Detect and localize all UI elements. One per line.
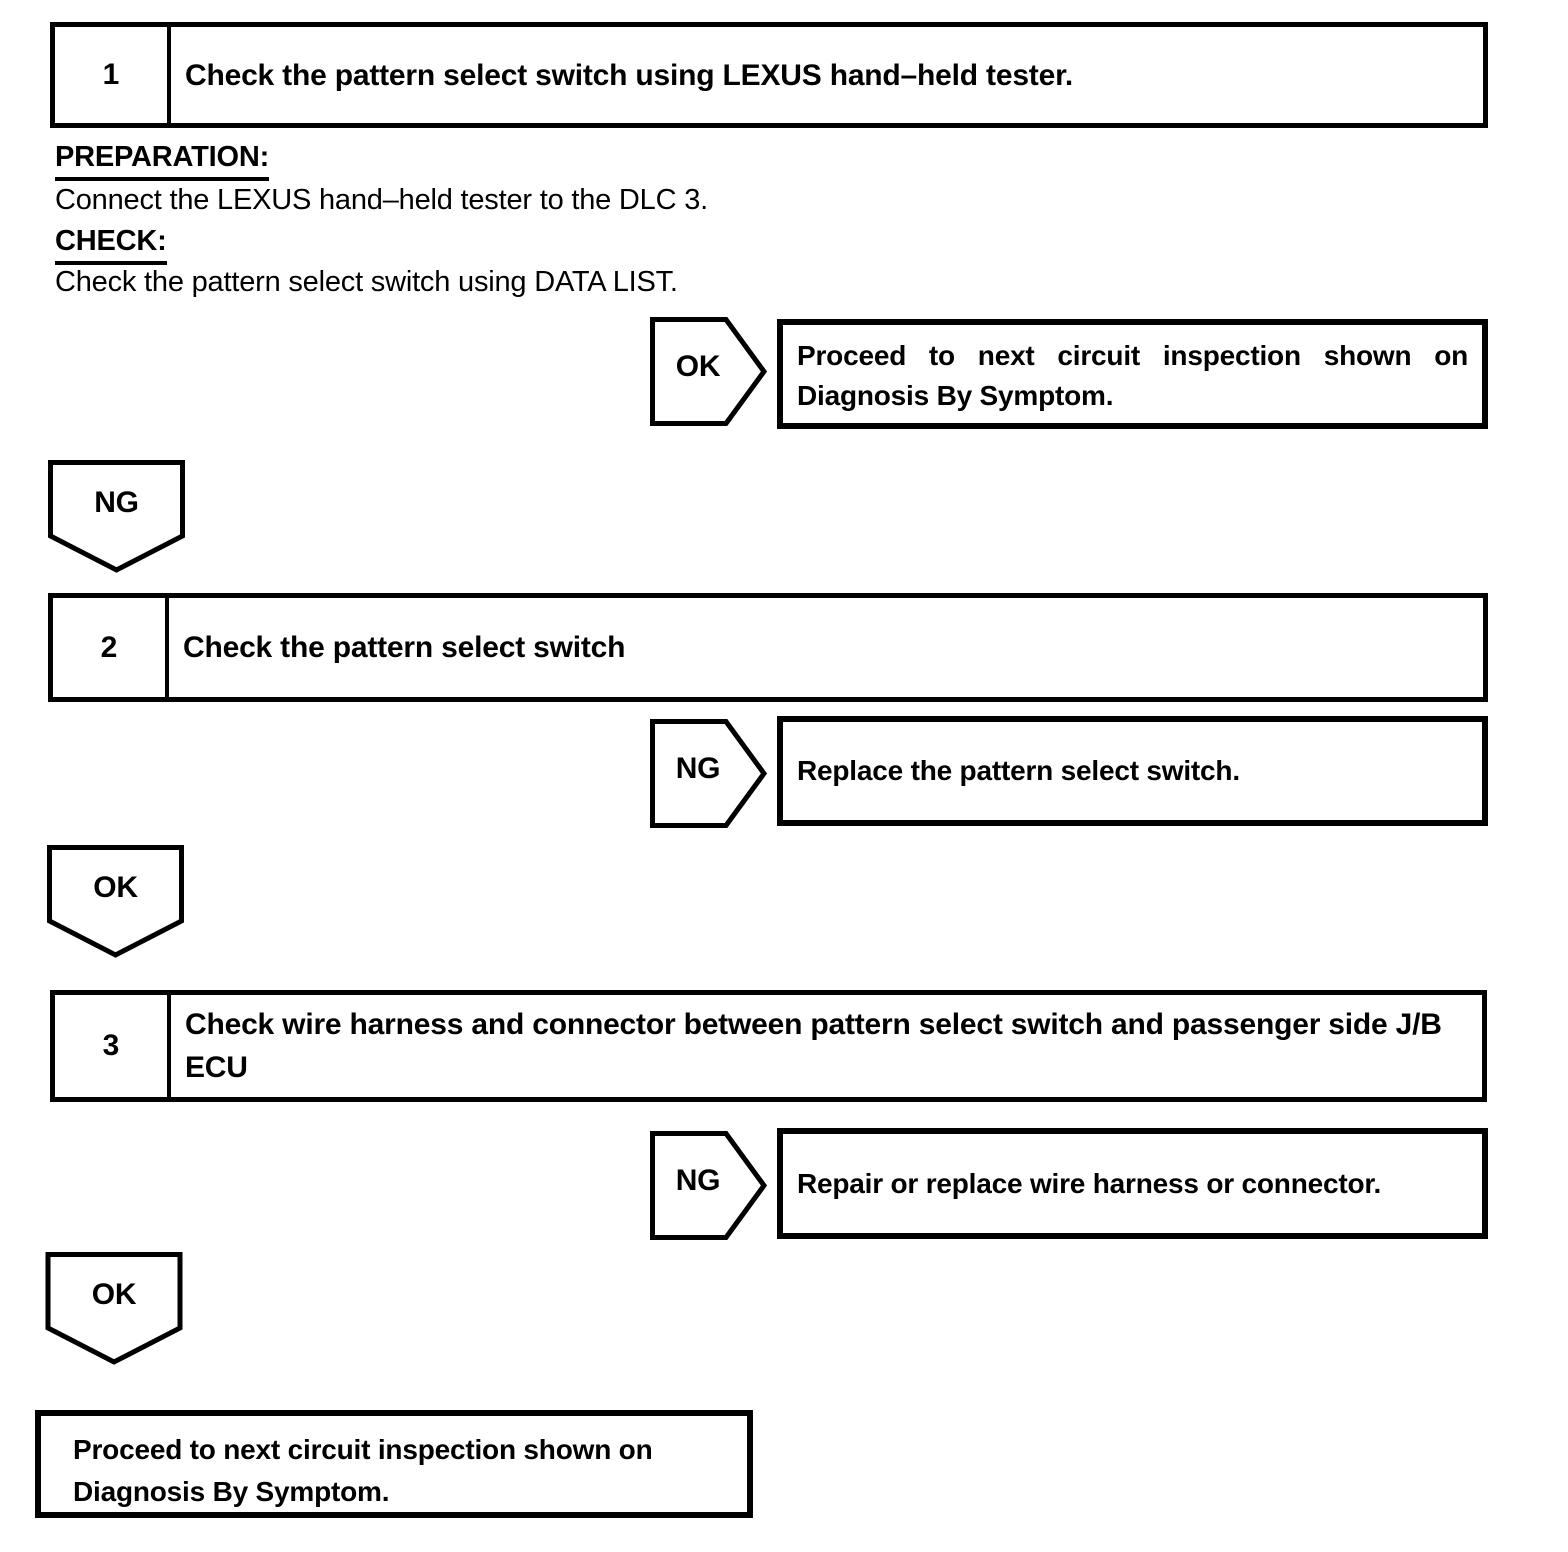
result-ng-step3-text: Repair or replace wire harness or connec… bbox=[797, 1167, 1382, 1199]
step-1-title: Check the pattern select switch using LE… bbox=[185, 58, 1074, 92]
ok-connector-step2: OK bbox=[47, 845, 184, 958]
result-box-ng-step2: Replace the pattern select switch. bbox=[777, 716, 1488, 826]
final-result-line1: Proceed to next circuit inspection shown… bbox=[73, 1434, 653, 1465]
step-3-number: 3 bbox=[55, 995, 171, 1097]
final-result-line2: Diagnosis By Symptom. bbox=[73, 1476, 390, 1507]
ng-connector-step1: NG bbox=[48, 460, 185, 573]
ng-connector-step3: NG bbox=[650, 1131, 767, 1240]
result-box-ok-step1: Proceed to next circuit inspection shown… bbox=[777, 319, 1488, 429]
step-1-number: 1 bbox=[55, 27, 171, 123]
right-arrow-pentagon-icon bbox=[650, 719, 767, 828]
final-result-box: Proceed to next circuit inspection shown… bbox=[35, 1410, 753, 1518]
down-arrow-pentagon-icon bbox=[47, 845, 184, 958]
ng-connector-step2: NG bbox=[650, 719, 767, 828]
result-ok-step1-line2: Diagnosis By Symptom. bbox=[797, 380, 1114, 411]
step-2-title: Check the pattern select switch bbox=[183, 631, 626, 664]
ng-connector-step2-label: NG bbox=[675, 752, 721, 785]
ok-connector-step2-label: OK bbox=[93, 871, 138, 904]
right-arrow-pentagon-icon bbox=[650, 317, 767, 426]
preparation-text: Connect the LEXUS hand–held tester to th… bbox=[55, 184, 708, 216]
check-heading: CHECK: bbox=[55, 225, 167, 265]
check-text: Check the pattern select switch using DA… bbox=[55, 266, 678, 298]
ok-connector-step3: OK bbox=[45, 1252, 183, 1365]
ok-connector-step1-label: OK bbox=[675, 350, 721, 383]
ng-connector-step3-label: NG bbox=[675, 1164, 721, 1197]
down-arrow-pentagon-icon bbox=[45, 1252, 183, 1365]
preparation-heading: PREPARATION: bbox=[55, 141, 269, 181]
step-3-box: 3 Check wire harness and connector betwe… bbox=[50, 990, 1487, 1102]
result-box-ng-step3: Repair or replace wire harness or connec… bbox=[777, 1128, 1488, 1239]
ok-connector-step1: OK bbox=[650, 317, 767, 426]
step-1-box: 1 Check the pattern select switch using … bbox=[50, 22, 1488, 128]
result-ng-step2-text: Replace the pattern select switch. bbox=[797, 755, 1240, 786]
step-3-title: Check wire harness and connector between… bbox=[185, 1008, 1442, 1084]
step-2-box: 2 Check the pattern select switch bbox=[48, 593, 1488, 702]
ok-connector-step3-label: OK bbox=[91, 1278, 137, 1311]
ng-connector-step1-label: NG bbox=[94, 486, 139, 519]
step-2-number: 2 bbox=[53, 598, 169, 697]
down-arrow-pentagon-icon bbox=[48, 460, 185, 573]
right-arrow-pentagon-icon bbox=[650, 1131, 767, 1240]
result-ok-step1-line1: Proceed to next circuit inspection shown… bbox=[797, 340, 1468, 371]
